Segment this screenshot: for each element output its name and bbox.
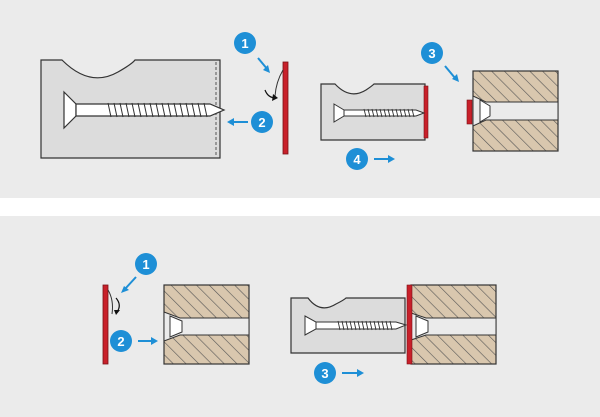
arrow-icon [227, 118, 248, 126]
edge-strip [102, 284, 109, 365]
svg-text:3: 3 [321, 366, 328, 381]
svg-text:1: 1 [142, 257, 149, 272]
wood-block-with-hole [163, 284, 250, 365]
small-plate-with-strip [320, 83, 429, 141]
peeling-liner [107, 289, 113, 315]
step-badge-1: 1 [234, 32, 256, 54]
peeling-liner [274, 69, 284, 97]
step-badge-3: 3 [421, 42, 443, 64]
small-plate-with-screw [290, 297, 408, 354]
arrow-icon [257, 57, 270, 73]
arrow-icon [121, 276, 137, 293]
step-badge-2: 2 [110, 330, 132, 352]
wood-block-with-strip [406, 284, 497, 365]
screw-icon [304, 315, 408, 336]
svg-text:1: 1 [241, 36, 248, 51]
arrow-icon [138, 337, 158, 345]
wood-block-with-hole [466, 70, 559, 152]
curved-arrow-icon [115, 297, 120, 313]
arrow-icon [342, 369, 364, 377]
step-badge-1: 1 [135, 253, 157, 275]
svg-text:4: 4 [353, 152, 361, 167]
step-badge-2: 2 [251, 111, 273, 133]
arrow-icon [374, 155, 395, 163]
edge-strip [282, 61, 289, 155]
large-plate-with-screw [40, 59, 226, 159]
step-badge-3: 3 [314, 362, 336, 384]
svg-text:2: 2 [117, 334, 124, 349]
svg-text:2: 2 [258, 115, 265, 130]
screw-icon [333, 103, 426, 123]
arrow-icon [444, 65, 459, 82]
step-badge-4: 4 [346, 148, 368, 170]
svg-text:3: 3 [428, 46, 435, 61]
screw-icon [63, 90, 226, 130]
